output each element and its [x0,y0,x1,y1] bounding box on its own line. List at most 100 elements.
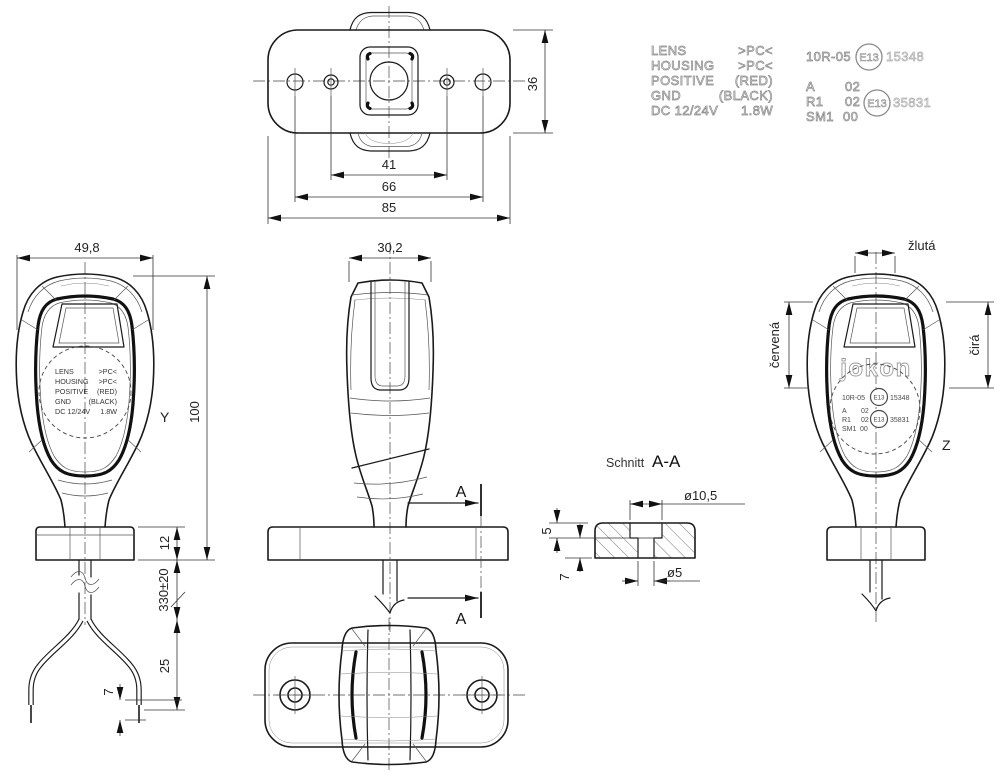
spec-key-housing: HOUSING [651,58,714,73]
svg-text:02: 02 [861,408,869,415]
spec-val-gnd: (BLACK) [719,88,773,103]
svg-text:>PC<: >PC< [99,377,117,386]
section-callout: A A [407,484,482,628]
section-body-outline [594,522,696,559]
front-view: LENS >PC< HOUSING >PC< POSITIVE (RED) GN… [15,240,215,736]
approval-code-10r05: 10R-05 [806,49,851,64]
top-tab-outer [349,11,431,31]
svg-text:1.8W: 1.8W [100,407,117,416]
spec-val-housing: >PC< [738,58,773,73]
approval-code-a: A [806,79,815,94]
emark-circle-1 [855,43,883,71]
svg-text:POSITIVE: POSITIVE [55,387,88,396]
approval-code-sm1: SM1 [806,109,834,124]
bottom-body-outline [264,642,509,748]
dim-counterbore-depth: 5 [539,527,554,534]
dim-depth-36: 36 [525,77,540,91]
section-label-a-top: A [456,484,467,501]
bottom-tab-outer [349,132,431,152]
dim-width-49-8: 49,8 [74,240,99,255]
front-window [52,303,125,348]
svg-text:35831: 35831 [890,417,910,424]
lamp-lens-circle [369,61,409,101]
spec-key-gnd: GND [651,88,681,103]
bottom-view [253,618,525,772]
rear-base [826,526,926,561]
section-title-prefix: Schnitt [606,456,645,470]
front-body-outline [15,273,155,528]
front-lens-marking: LENS >PC< HOUSING >PC< POSITIVE (RED) GN… [55,367,117,416]
rear-lens-outline [825,294,927,478]
front-base [35,526,135,561]
svg-text:DC 12/24V: DC 12/24V [55,407,90,416]
approval-number-15348: 15348 [886,49,924,64]
spec-key-positive: POSITIVE [651,73,714,88]
front-cable [28,559,142,723]
dim-base-12: 12 [157,536,172,550]
label-red: červená [767,321,782,368]
label-yellow: žlutá [908,238,936,253]
rear-marking-circle [829,363,921,455]
emark-2: E13 [867,98,887,110]
emark-1: E13 [859,52,879,64]
side-lens-profile [370,280,410,391]
svg-text:A: A [842,408,847,415]
side-view: 30,2 A A [267,240,509,632]
rear-window [843,303,916,348]
approval-code-r1: R1 [806,94,823,109]
front-lens-outline [34,294,136,478]
svg-text:10R-05: 10R-05 [842,395,865,402]
top-body-outline [267,29,511,134]
bottom-hole-right [463,676,501,714]
approval-rev-r1: 02 [845,94,860,109]
approval-number-35831: 35831 [893,95,931,110]
view-label-z: Z [942,437,951,453]
bottom-lamp-barrel [338,624,440,766]
svg-text:GND: GND [55,397,71,406]
svg-text:15348: 15348 [890,395,910,402]
spec-block: LENS >PC< HOUSING >PC< POSITIVE (RED) GN… [651,43,931,125]
dim-width-85: 85 [382,200,396,215]
svg-text:LENS: LENS [55,367,74,376]
section-view: Schnitt A-A ø10,5 ø5 5 7 [539,452,745,586]
spec-val-dc: 1.8W [741,103,773,118]
dim-depth-30-2: 30,2 [377,240,402,255]
svg-text:00: 00 [860,426,868,433]
top-view: 36 41 66 85 [253,6,553,224]
dim-through-depth: 7 [557,573,572,580]
label-clear: čirá [967,334,982,356]
dim-counterbore-dia: ø10,5 [684,488,717,503]
svg-text:E13: E13 [873,417,885,424]
view-label-y: Y [160,409,170,425]
svg-text:HOUSING: HOUSING [55,377,89,386]
dim-strip-7: 7 [101,688,116,695]
jokon-logo: jokon [839,355,912,382]
svg-text:02: 02 [861,417,869,424]
rear-cable [861,559,891,612]
approval-rev-a: 02 [845,79,860,94]
spec-val-lens: >PC< [738,43,773,58]
lamp-aperture-outer [359,46,419,116]
dim-cable-330: 330±20 [156,568,171,611]
emark-circle-2 [863,89,891,117]
bottom-hole-left [276,676,314,714]
section-label-a-bottom: A [456,611,467,628]
section-title: A-A [652,452,681,471]
side-base-plate [267,526,509,561]
svg-text:R1: R1 [842,417,851,424]
dim-hole-spacing-outer-66: 66 [382,179,396,194]
dim-split-25: 25 [157,659,172,673]
side-cable [374,559,405,614]
rear-approval-marking: 10R-05 E13 15348 A 02 R1 02 E13 35831 SM… [842,387,910,433]
spec-key-lens: LENS [651,43,687,58]
front-marking-circle [38,345,132,439]
dim-hole-spacing-inner-41: 41 [382,157,396,172]
svg-text:SM1: SM1 [842,426,857,433]
svg-text:E13: E13 [873,395,885,402]
spec-val-positive: (RED) [735,73,773,88]
spec-key-dc: DC 12/24V [651,103,718,118]
dim-height-100: 100 [187,401,202,423]
svg-text:(BLACK): (BLACK) [89,397,117,406]
